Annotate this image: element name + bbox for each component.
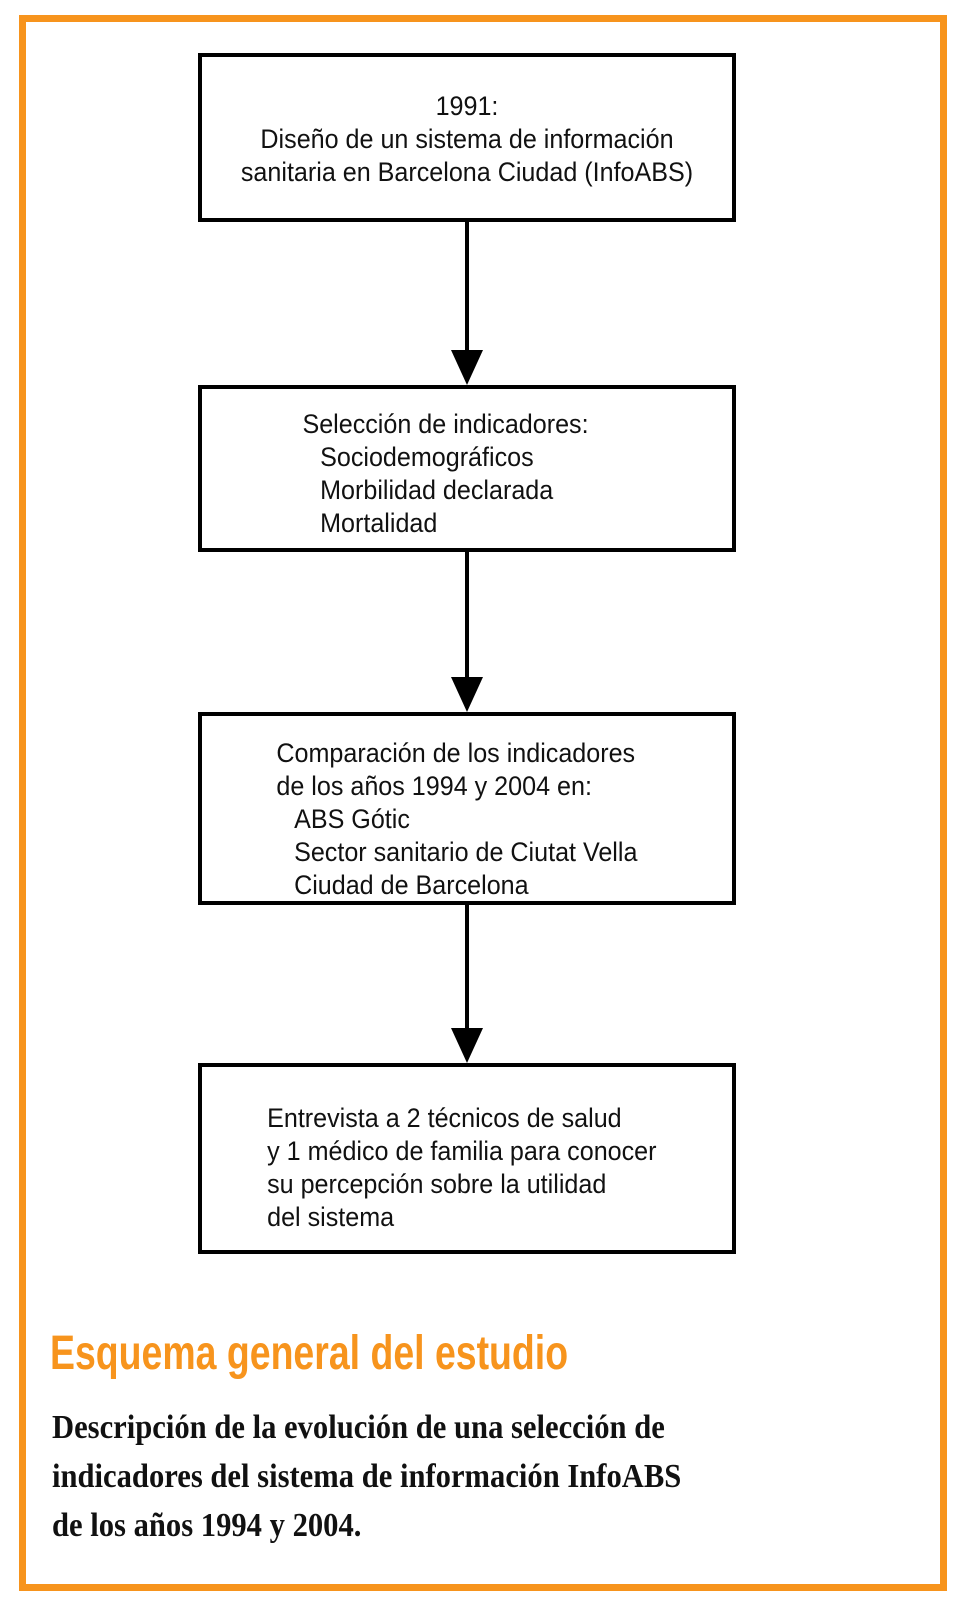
flow-box-text: Comparación de los indicadores de los añ… [202, 716, 695, 902]
flow-box-line: y 1 médico de familia para conocer [267, 1136, 657, 1166]
flow-box-line: Morbilidad declarada [320, 475, 554, 505]
flow-box-line: sanitaria en Barcelona Ciudad (InfoABS) [240, 157, 694, 187]
flow-box-line: Ciudad de Barcelona [294, 870, 529, 900]
flow-box-text: Selección de indicadores: Sociodemográfi… [202, 389, 695, 540]
flow-box-line: Sociodemográficos [320, 442, 534, 472]
flow-box-interviews: Entrevista a 2 técnicos de salud y 1 méd… [198, 1063, 736, 1254]
flow-box-line: Diseño de un sistema de información [260, 124, 674, 154]
arrow-head-down-icon [451, 350, 483, 385]
figure-caption-line: Descripción de la evolución de una selec… [52, 1409, 665, 1446]
flow-box-line: Sector sanitario de Ciutat Vella [294, 837, 638, 867]
arrow-shaft [465, 552, 469, 677]
down-arrow-connector-1 [449, 222, 485, 385]
flow-box-text: Entrevista a 2 técnicos de salud y 1 méd… [202, 1067, 695, 1234]
flow-box-line: su percepción sobre la utilidad [267, 1169, 607, 1199]
flow-box-line: Comparación de los indicadores [276, 738, 636, 768]
flow-box-line: del sistema [267, 1202, 395, 1232]
figure-caption-line: de los años 1994 y 2004. [52, 1507, 362, 1544]
figure-caption-line: indicadores del sistema de información I… [52, 1458, 682, 1495]
arrow-shaft [465, 222, 469, 350]
figure-border-frame [19, 15, 947, 1591]
flow-box-line: de los años 1994 y 2004 en: [276, 771, 592, 801]
arrow-shaft [465, 905, 469, 1028]
flow-box-line: Entrevista a 2 técnicos de salud [267, 1103, 622, 1133]
down-arrow-connector-2 [449, 552, 485, 712]
flow-box-comparison-1994-2004: Comparación de los indicadores de los añ… [198, 712, 736, 905]
down-arrow-connector-3 [449, 905, 485, 1063]
flow-box-indicator-selection: Selección de indicadores: Sociodemográfi… [198, 385, 736, 552]
arrow-head-down-icon [451, 1028, 483, 1063]
flow-box-line: 1991: [435, 91, 499, 121]
figure-caption: Descripción de la evolución de una selec… [52, 1403, 681, 1550]
arrow-head-down-icon [451, 677, 483, 712]
flow-box-line: ABS Gótic [294, 804, 410, 834]
flow-box-text: 1991: Diseño de un sistema de informació… [221, 57, 714, 189]
flow-box-line: Selección de indicadores: [302, 409, 589, 439]
flow-box-line: Mortalidad [320, 508, 438, 538]
figure-title: Esquema general del estudio [50, 1327, 569, 1380]
flow-box-design-1991: 1991: Diseño de un sistema de informació… [198, 53, 736, 222]
